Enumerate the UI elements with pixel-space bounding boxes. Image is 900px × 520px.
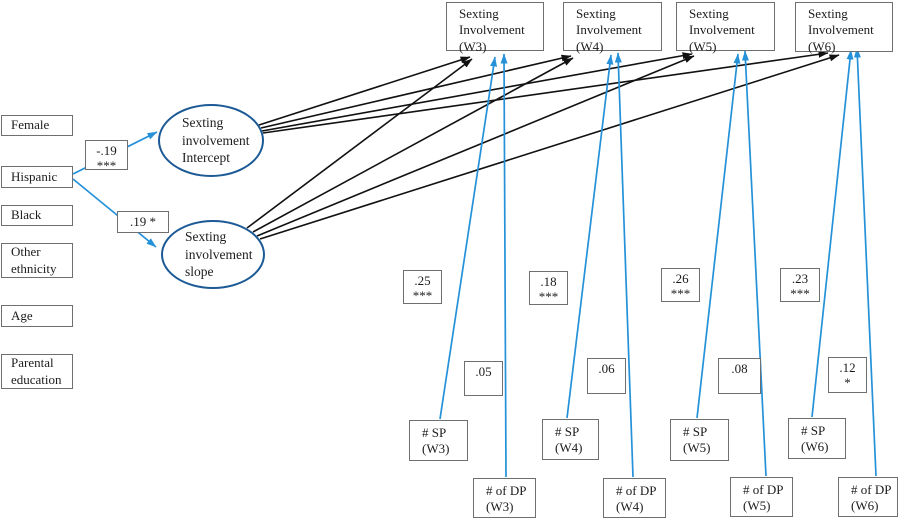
regression-paths [72,47,877,478]
latent-ellipse-intercept-label: Sexting involvement Intercept [182,115,250,166]
coef-sp-w5: .26 *** [661,268,700,302]
coef-dp-w6: .12 * [828,357,867,393]
indicator-box-sp-w3: # SP (W3) [409,420,468,461]
path-slope-to-w6 [259,54,840,240]
coef-dp-w5: .08 [718,358,761,394]
path-slope-to-w3 [246,58,473,229]
path-sp-w3-to-w3 [439,56,498,420]
path-slope-to-w4 [252,57,574,233]
path-dp-w3-to-w3 [500,53,508,478]
predictor-box-hispanic: Hispanic [1,166,73,188]
predictor-box-age: Age [1,305,73,327]
latent-ellipse-slope-label: Sexting involvement slope [185,229,253,280]
path-slope-to-w5 [256,55,695,237]
path-sp-w5-to-w5 [696,53,741,419]
coef-hispanic-to-intercept: -.19 *** [85,140,128,173]
latent-ellipse-slope: Sexting involvement slope [161,220,265,289]
path-intercept-to-w6 [262,50,829,134]
coef-hispanic-to-slope: .19 * [117,211,169,233]
path-sp-w6-to-w6 [811,49,854,418]
coef-sp-w6: .23 *** [780,268,820,302]
coef-sp-w4: .18 *** [529,271,568,305]
predictor-box-female: Female [1,115,73,136]
path-sp-w4-to-w4 [566,54,614,419]
outcome-box-w5: Sexting Involvement (W5) [676,2,775,54]
indicator-box-dp-w3: # of DP (W3) [473,478,536,518]
outcome-box-w6: Sexting Involvement (W6) [795,2,893,54]
indicator-box-dp-w5: # of DP (W5) [730,477,793,517]
coef-dp-w3: .05 [464,361,503,396]
indicator-box-dp-w4: # of DP (W4) [603,478,666,518]
path-dp-w5-to-w5 [741,50,767,477]
predictor-box-parental-education: Parental education [1,354,73,389]
coef-dp-w4: .06 [587,358,626,394]
path-intercept-to-w4 [260,54,572,129]
path-dp-w4-to-w4 [614,52,634,478]
indicator-box-sp-w4: # SP (W4) [542,419,599,460]
path-intercept-to-w3 [258,56,471,126]
latent-loading-paths [246,50,840,240]
path-hispanic-to-slope [72,178,157,248]
predictor-box-black: Black [1,205,73,226]
outcome-box-w3: Sexting Involvement (W3) [446,2,544,54]
coef-sp-w3: .25 *** [403,270,442,304]
indicator-box-sp-w5: # SP (W5) [670,419,729,461]
indicator-box-dp-w6: # of DP (W6) [838,477,898,517]
indicator-box-sp-w6: # SP (W6) [788,418,846,459]
latent-ellipse-intercept: Sexting involvement Intercept [158,104,264,177]
outcome-box-w4: Sexting Involvement (W4) [563,2,662,54]
predictor-box-other-ethnicity: Other ethnicity [1,243,73,278]
path-dp-w6-to-w6 [853,47,877,477]
path-intercept-to-w5 [261,52,693,132]
